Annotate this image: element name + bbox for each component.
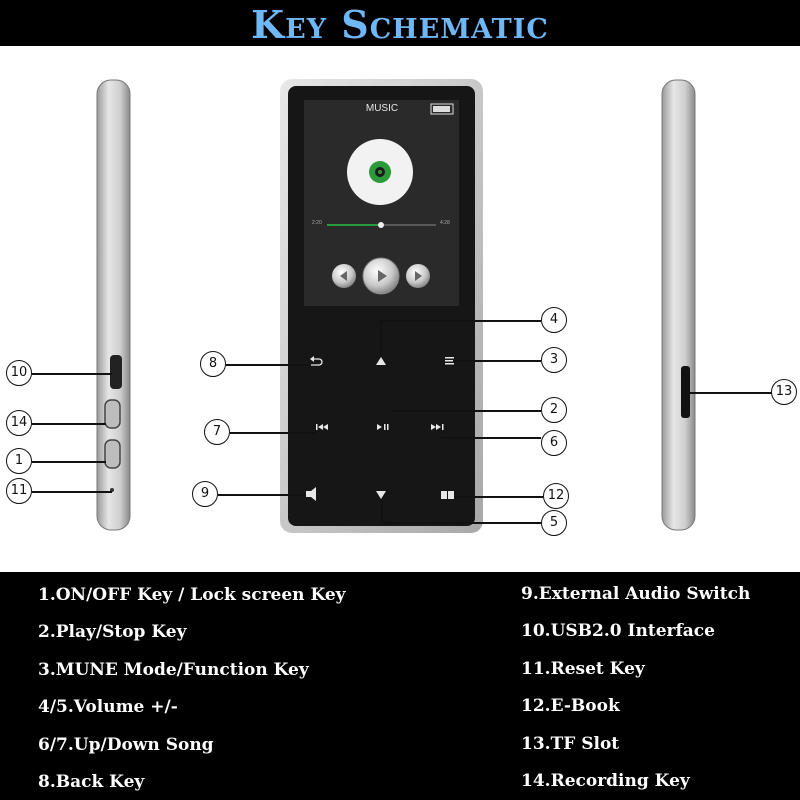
- leader-line-11: [32, 491, 112, 493]
- leader-line-7: [230, 432, 316, 434]
- callout-5: 5: [541, 510, 567, 536]
- screen-time-total: 4:28: [440, 220, 450, 226]
- key-legend-panel: 1.ON/OFF Key / Lock screen Key 2.Play/St…: [0, 572, 800, 800]
- legend-item: 1.ON/OFF Key / Lock screen Key: [38, 585, 346, 605]
- legend-item: 10.USB2.0 Interface: [521, 621, 715, 641]
- leader-line-2: [392, 410, 541, 412]
- callout-3: 3: [541, 347, 567, 373]
- callout-12: 12: [543, 483, 569, 509]
- screen-time-elapsed: 2:20: [312, 220, 322, 226]
- leader-line-3: [453, 360, 541, 362]
- callout-13: 13: [771, 379, 797, 405]
- legend-item: 6/7.Up/Down Song: [38, 735, 214, 755]
- legend-item: 8.Back Key: [38, 772, 145, 792]
- callout-2: 2: [541, 397, 567, 423]
- device-left-side: [96, 79, 131, 531]
- callout-1: 1: [6, 448, 32, 474]
- legend-item: 2.Play/Stop Key: [38, 622, 187, 642]
- device-right-side: [661, 79, 696, 531]
- page-title: Key Schematic: [251, 2, 549, 47]
- leader-line-6: [441, 437, 541, 439]
- header-bar: [0, 0, 800, 46]
- leader-line-14: [32, 423, 106, 425]
- screen-mode-label: MUSIC: [365, 103, 399, 114]
- leader-line-4-drop: [380, 320, 382, 354]
- callout-7: 7: [204, 419, 230, 445]
- callout-6: 6: [541, 430, 567, 456]
- legend-item: 14.Recording Key: [521, 771, 690, 791]
- callout-11: 11: [6, 478, 32, 504]
- leader-line-5-drop: [381, 500, 383, 522]
- callout-10: 10: [6, 360, 32, 386]
- leader-line-10: [32, 373, 112, 375]
- callout-9: 9: [192, 481, 218, 507]
- callout-14: 14: [6, 410, 32, 436]
- leader-line-13: [690, 392, 772, 394]
- callout-4: 4: [541, 307, 567, 333]
- legend-item: 11.Reset Key: [521, 659, 645, 679]
- leader-line-1: [32, 461, 106, 463]
- leader-line-12: [454, 496, 543, 498]
- legend-item: 9.External Audio Switch: [521, 584, 751, 604]
- device-front: [280, 79, 483, 533]
- leader-line-8: [226, 364, 310, 366]
- legend-item: 13.TF Slot: [521, 734, 620, 754]
- leader-line-4: [381, 320, 541, 322]
- legend-item: 3.MUNE Mode/Function Key: [38, 660, 309, 680]
- leader-line-5: [382, 522, 541, 524]
- callout-8: 8: [200, 351, 226, 377]
- legend-item: 12.E-Book: [521, 696, 620, 716]
- legend-item: 4/5.Volume +/-: [38, 697, 178, 717]
- leader-line-9: [218, 494, 306, 496]
- device-drawing: [96, 79, 696, 533]
